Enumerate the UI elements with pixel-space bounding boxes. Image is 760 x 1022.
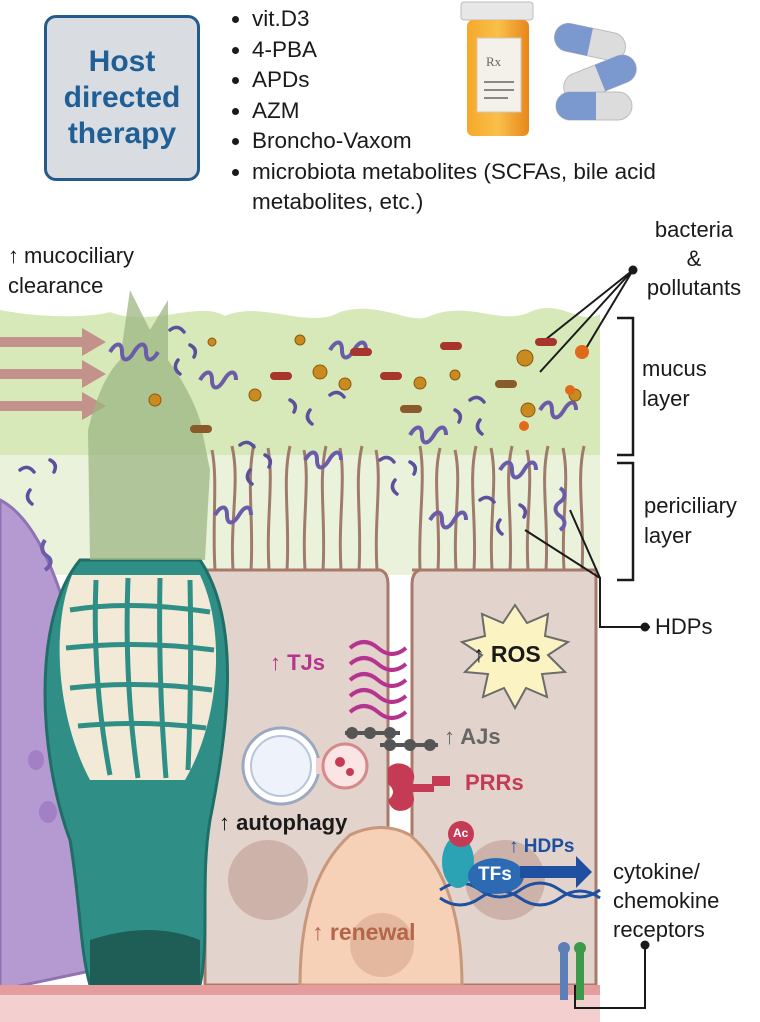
capsule-icon-bottom bbox=[555, 91, 633, 121]
cytokine-label-line1: cytokine/ bbox=[613, 859, 700, 884]
cytokine-label-line2: chemokine bbox=[613, 888, 720, 913]
periciliary-layer-label: periciliary layer bbox=[644, 491, 737, 551]
mucus-flow-arrows bbox=[0, 328, 106, 420]
hdp-helices bbox=[40, 340, 578, 572]
spiky-particles bbox=[519, 345, 589, 431]
basal-nucleus bbox=[350, 913, 414, 977]
therapy-item-4pba: 4-PBA bbox=[252, 35, 722, 66]
autophagy-label: ↑ autophagy bbox=[219, 810, 348, 835]
tfs-label: TFs bbox=[478, 864, 512, 885]
goblet-nucleus bbox=[90, 930, 200, 985]
mucociliary-label: mucociliary bbox=[24, 243, 135, 268]
host-directed-therapy-title: Host directed therapy bbox=[63, 45, 181, 150]
hdps-arrow bbox=[520, 856, 592, 888]
mucus-label-line2: layer bbox=[642, 386, 690, 411]
cytokine-receptors-label: cytokine/ chemokine receptors bbox=[613, 857, 719, 944]
tjs-label: ↑ TJs bbox=[270, 650, 326, 675]
ros-starburst bbox=[459, 603, 571, 711]
tight-junctions bbox=[348, 640, 408, 720]
prrs-label: PRRs bbox=[465, 770, 524, 795]
cytokine-label-line3: receptors bbox=[613, 917, 705, 942]
host-directed-therapy-box: Host directed therapy bbox=[44, 15, 200, 181]
basement-membrane bbox=[0, 985, 600, 995]
bacteria-label-line3: pollutants bbox=[646, 275, 742, 300]
transcription-complex bbox=[439, 836, 601, 907]
periciliary-label-line2: layer bbox=[644, 523, 692, 548]
prr-receptor-icon bbox=[388, 763, 450, 811]
bacteria bbox=[190, 338, 557, 433]
pointer-lines bbox=[524, 269, 650, 1009]
adherens-junctions bbox=[345, 727, 438, 751]
therapy-item-apds: APDs bbox=[252, 65, 722, 96]
capsule-icon-top bbox=[553, 22, 627, 62]
autophagosome-icon bbox=[241, 726, 369, 806]
clearance-label: clearance bbox=[8, 273, 104, 298]
bacteria-label-line1: bacteria bbox=[654, 217, 734, 242]
hdps-label: HDPs bbox=[655, 614, 713, 639]
nucleus-left bbox=[228, 840, 308, 920]
bacteria-pollutants-label: bacteria & pollutants bbox=[628, 215, 760, 302]
submucosa bbox=[0, 995, 600, 1022]
acetyl-label: Ac bbox=[453, 826, 469, 840]
goblet-granules bbox=[59, 575, 217, 780]
acetyl-badge bbox=[448, 821, 474, 847]
bacteria-label-line2: & bbox=[686, 246, 702, 271]
therapy-item-azm: AZM bbox=[252, 96, 722, 127]
goblet-mucus-plume bbox=[88, 290, 210, 560]
mucus-label-line1: mucus bbox=[642, 356, 707, 381]
pill-bottle-icon bbox=[460, 1, 534, 136]
renewal-label: ↑ renewal bbox=[312, 919, 416, 945]
therapy-item-microbiota-metabolites: microbiota metabolites (SCFAs, bile acid… bbox=[252, 157, 722, 218]
rx-label: Rx bbox=[486, 54, 502, 69]
mucus-layer-label: mucus layer bbox=[642, 354, 707, 414]
mucociliary-arrow: ↑ bbox=[8, 243, 19, 268]
hdp-fragments bbox=[18, 325, 528, 536]
therapy-list: vit.D3 4-PBA APDs AZM Broncho-Vaxom micr… bbox=[222, 4, 722, 218]
therapy-item-vitd3: vit.D3 bbox=[252, 4, 722, 35]
granule-dividers bbox=[65, 577, 215, 779]
therapy-item-broncho-vaxom: Broncho-Vaxom bbox=[252, 126, 722, 157]
periciliary-label-line1: periciliary bbox=[644, 493, 737, 518]
ros-label: ↑ ROS bbox=[473, 641, 541, 667]
capsule-icon-middle bbox=[563, 54, 637, 102]
basal-cell bbox=[298, 826, 464, 987]
cytokine-receptor-icon bbox=[558, 942, 586, 1000]
pollutants bbox=[148, 334, 582, 418]
hdps-cell-label: ↑ HDPs bbox=[509, 836, 575, 857]
layer-brackets bbox=[617, 316, 635, 582]
ajs-label: ↑ AJs bbox=[444, 724, 501, 749]
